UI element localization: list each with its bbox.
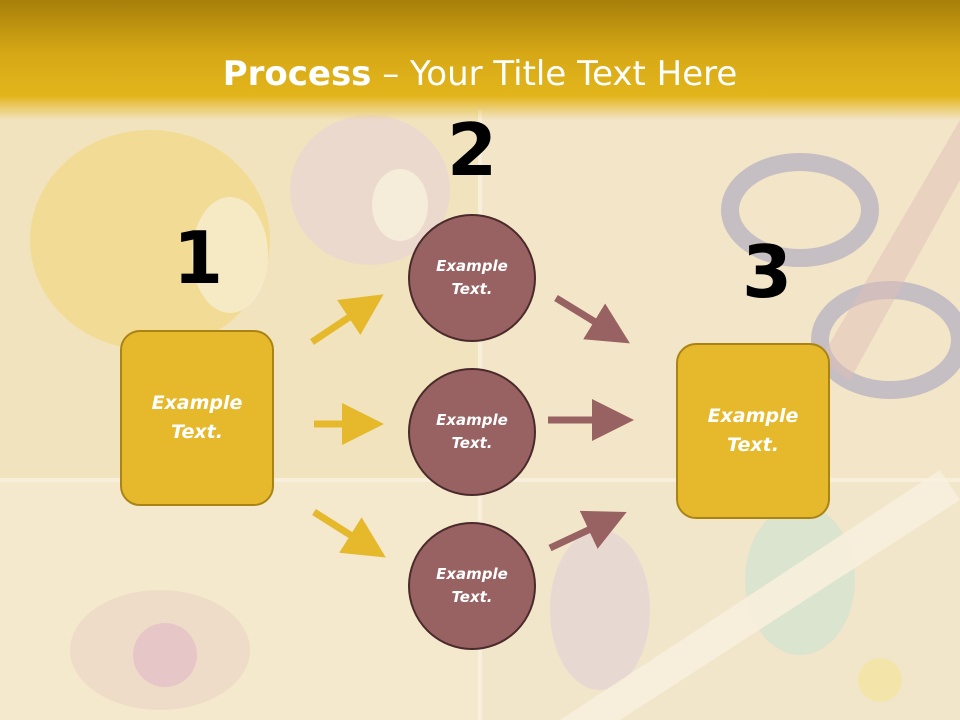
step-number-1: 1 xyxy=(172,216,224,300)
step-1-text-line1: Example xyxy=(151,392,243,414)
arrow-2a-to-3 xyxy=(554,295,630,344)
step-2-circle-middle[interactable]: Example Text. xyxy=(408,368,536,496)
step-1-text-line2: Text. xyxy=(171,421,223,443)
circle-bottom-line1: Example xyxy=(436,565,508,583)
title-rest: – Your Title Text Here xyxy=(371,54,738,94)
circle-top-line1: Example xyxy=(436,257,508,275)
title-bold: Process xyxy=(222,54,372,94)
title-bar xyxy=(0,0,960,120)
step-3-box[interactable]: Example Text. xyxy=(676,343,830,519)
arrow-2c-to-3 xyxy=(548,510,627,552)
slide-title: Process – Your Title Text Here xyxy=(0,52,960,96)
step-2-circle-top[interactable]: Example Text. xyxy=(408,214,536,342)
step-3-text-line2: Text. xyxy=(727,434,779,456)
step-1-box[interactable]: Example Text. xyxy=(120,330,274,506)
step-3-text-line1: Example xyxy=(707,405,799,427)
step-number-2: 2 xyxy=(446,108,498,192)
step-2-circle-bottom[interactable]: Example Text. xyxy=(408,522,536,650)
circle-middle-line2: Text. xyxy=(451,434,493,452)
arrow-1-to-2a xyxy=(310,294,384,345)
step-number-3: 3 xyxy=(741,230,793,314)
arrow-1-to-2c xyxy=(312,509,386,558)
circle-top-line2: Text. xyxy=(451,280,493,298)
circle-bottom-line2: Text. xyxy=(451,588,493,606)
circle-middle-line1: Example xyxy=(436,411,508,429)
